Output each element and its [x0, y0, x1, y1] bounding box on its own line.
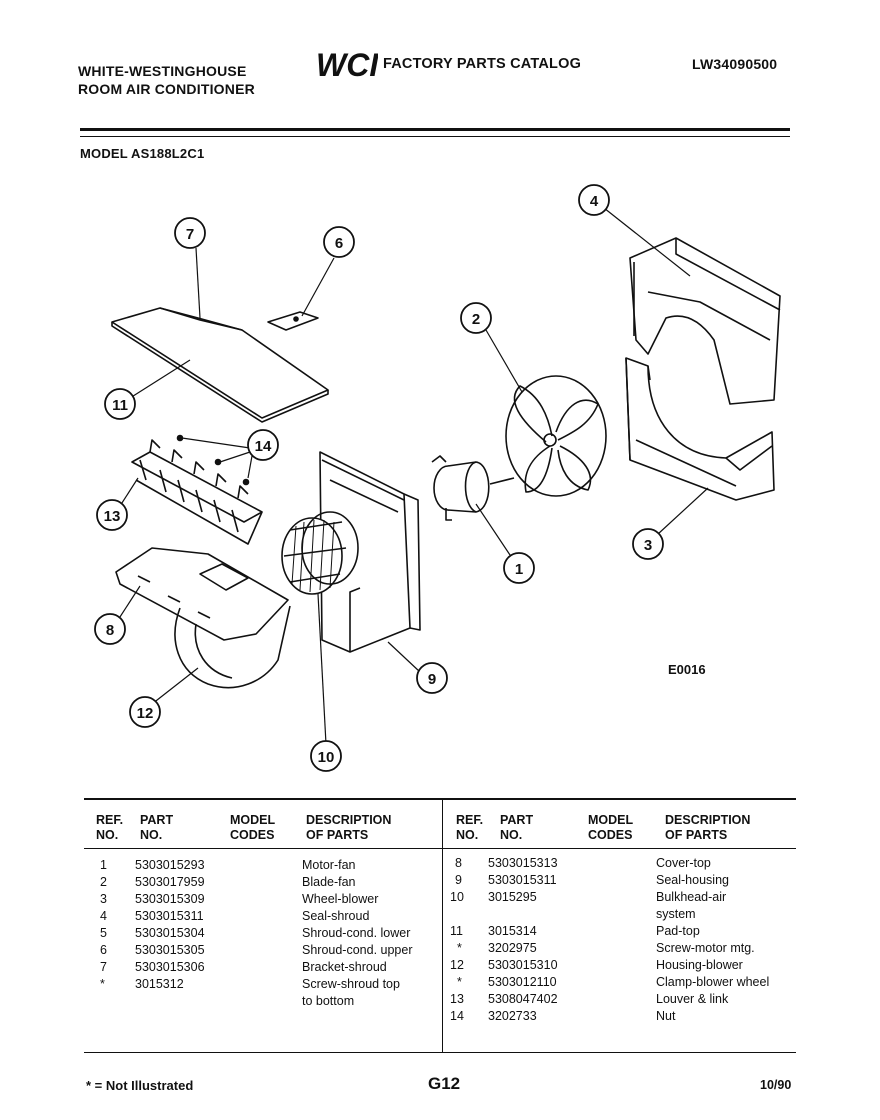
- brand-block: WHITE-WESTINGHOUSE ROOM AIR CONDITIONER: [78, 62, 255, 98]
- svg-text:7: 7: [186, 226, 194, 243]
- svg-text:12: 12: [137, 705, 154, 722]
- revision-date: 10/90: [760, 1078, 792, 1092]
- catalog-title: FACTORY PARTS CATALOG: [383, 56, 582, 72]
- bracket-shroud-part: [267, 311, 319, 331]
- bulkhead-part: [319, 451, 421, 653]
- blade-fan-part: [505, 375, 607, 497]
- svg-text:6: 6: [335, 235, 343, 252]
- svg-text:1: 1: [515, 561, 523, 578]
- shroud-upper-part: [629, 237, 781, 405]
- motor-fan-part: [431, 455, 515, 521]
- svg-text:3: 3: [644, 537, 652, 554]
- svg-text:14: 14: [255, 438, 272, 455]
- callout-1: 1: [503, 552, 535, 584]
- exploded-parts-diagram: 7 6 4 2 11 14 13 1 3 8 9 12 10 E0016: [94, 184, 781, 772]
- callout-14: 14: [247, 429, 279, 461]
- callout-9: 8: [94, 613, 126, 645]
- table-center-divider: [442, 800, 443, 1052]
- model-label: MODEL AS188L2C1: [80, 146, 205, 161]
- left-ref-header: REF.NO.: [96, 813, 124, 842]
- logo-text: WCI: [316, 48, 378, 80]
- callout-10: 9: [416, 662, 448, 694]
- svg-text:4: 4: [590, 193, 599, 210]
- cover-top-part: [111, 307, 329, 423]
- svg-text:9: 9: [428, 671, 436, 688]
- callout-4: 3: [632, 528, 664, 560]
- leader-lines: [117, 207, 709, 745]
- louver-part: [131, 434, 263, 545]
- callout-13: 13: [96, 499, 128, 531]
- table-top-rule: [84, 798, 796, 800]
- callout-7: 6: [323, 226, 355, 258]
- svg-text:11: 11: [112, 397, 128, 414]
- callout-11: 11: [104, 388, 136, 420]
- product-line: ROOM AIR CONDITIONER: [78, 81, 255, 97]
- callout-12: 12: [129, 696, 161, 728]
- callouts: 7 6 4 2 11 14 13 1 3 8 9 12 10: [94, 184, 664, 772]
- callout-8: 7: [174, 217, 206, 249]
- svg-text:10: 10: [318, 749, 335, 766]
- callout-6: 4: [578, 184, 610, 216]
- header-rule-bottom: [80, 136, 790, 137]
- blower-wheel-part: [281, 511, 359, 595]
- svg-text:8: 8: [106, 622, 114, 639]
- wci-logo-mark: WCI: [316, 47, 379, 83]
- callout-2: 2: [460, 302, 492, 334]
- header-rule-top: [80, 128, 790, 131]
- table-bottom-rule: [84, 1052, 796, 1053]
- page-number: G12: [428, 1074, 461, 1093]
- svg-text:13: 13: [104, 508, 121, 525]
- right-ref-header: REF.NO.: [456, 813, 484, 842]
- catalog-number: LW34090500: [692, 56, 778, 72]
- callout-3: 10: [310, 740, 342, 772]
- brand-name: WHITE-WESTINGHOUSE: [78, 63, 247, 79]
- drawing-code: E0016: [668, 662, 706, 677]
- shroud-lower-part: [625, 357, 775, 501]
- blower-housing-part: [115, 547, 291, 689]
- wci-logo: WCI: [316, 47, 379, 85]
- svg-text:2: 2: [472, 311, 480, 328]
- table-header-rule: [84, 848, 796, 849]
- footer-note: * = Not Illustrated: [86, 1078, 194, 1093]
